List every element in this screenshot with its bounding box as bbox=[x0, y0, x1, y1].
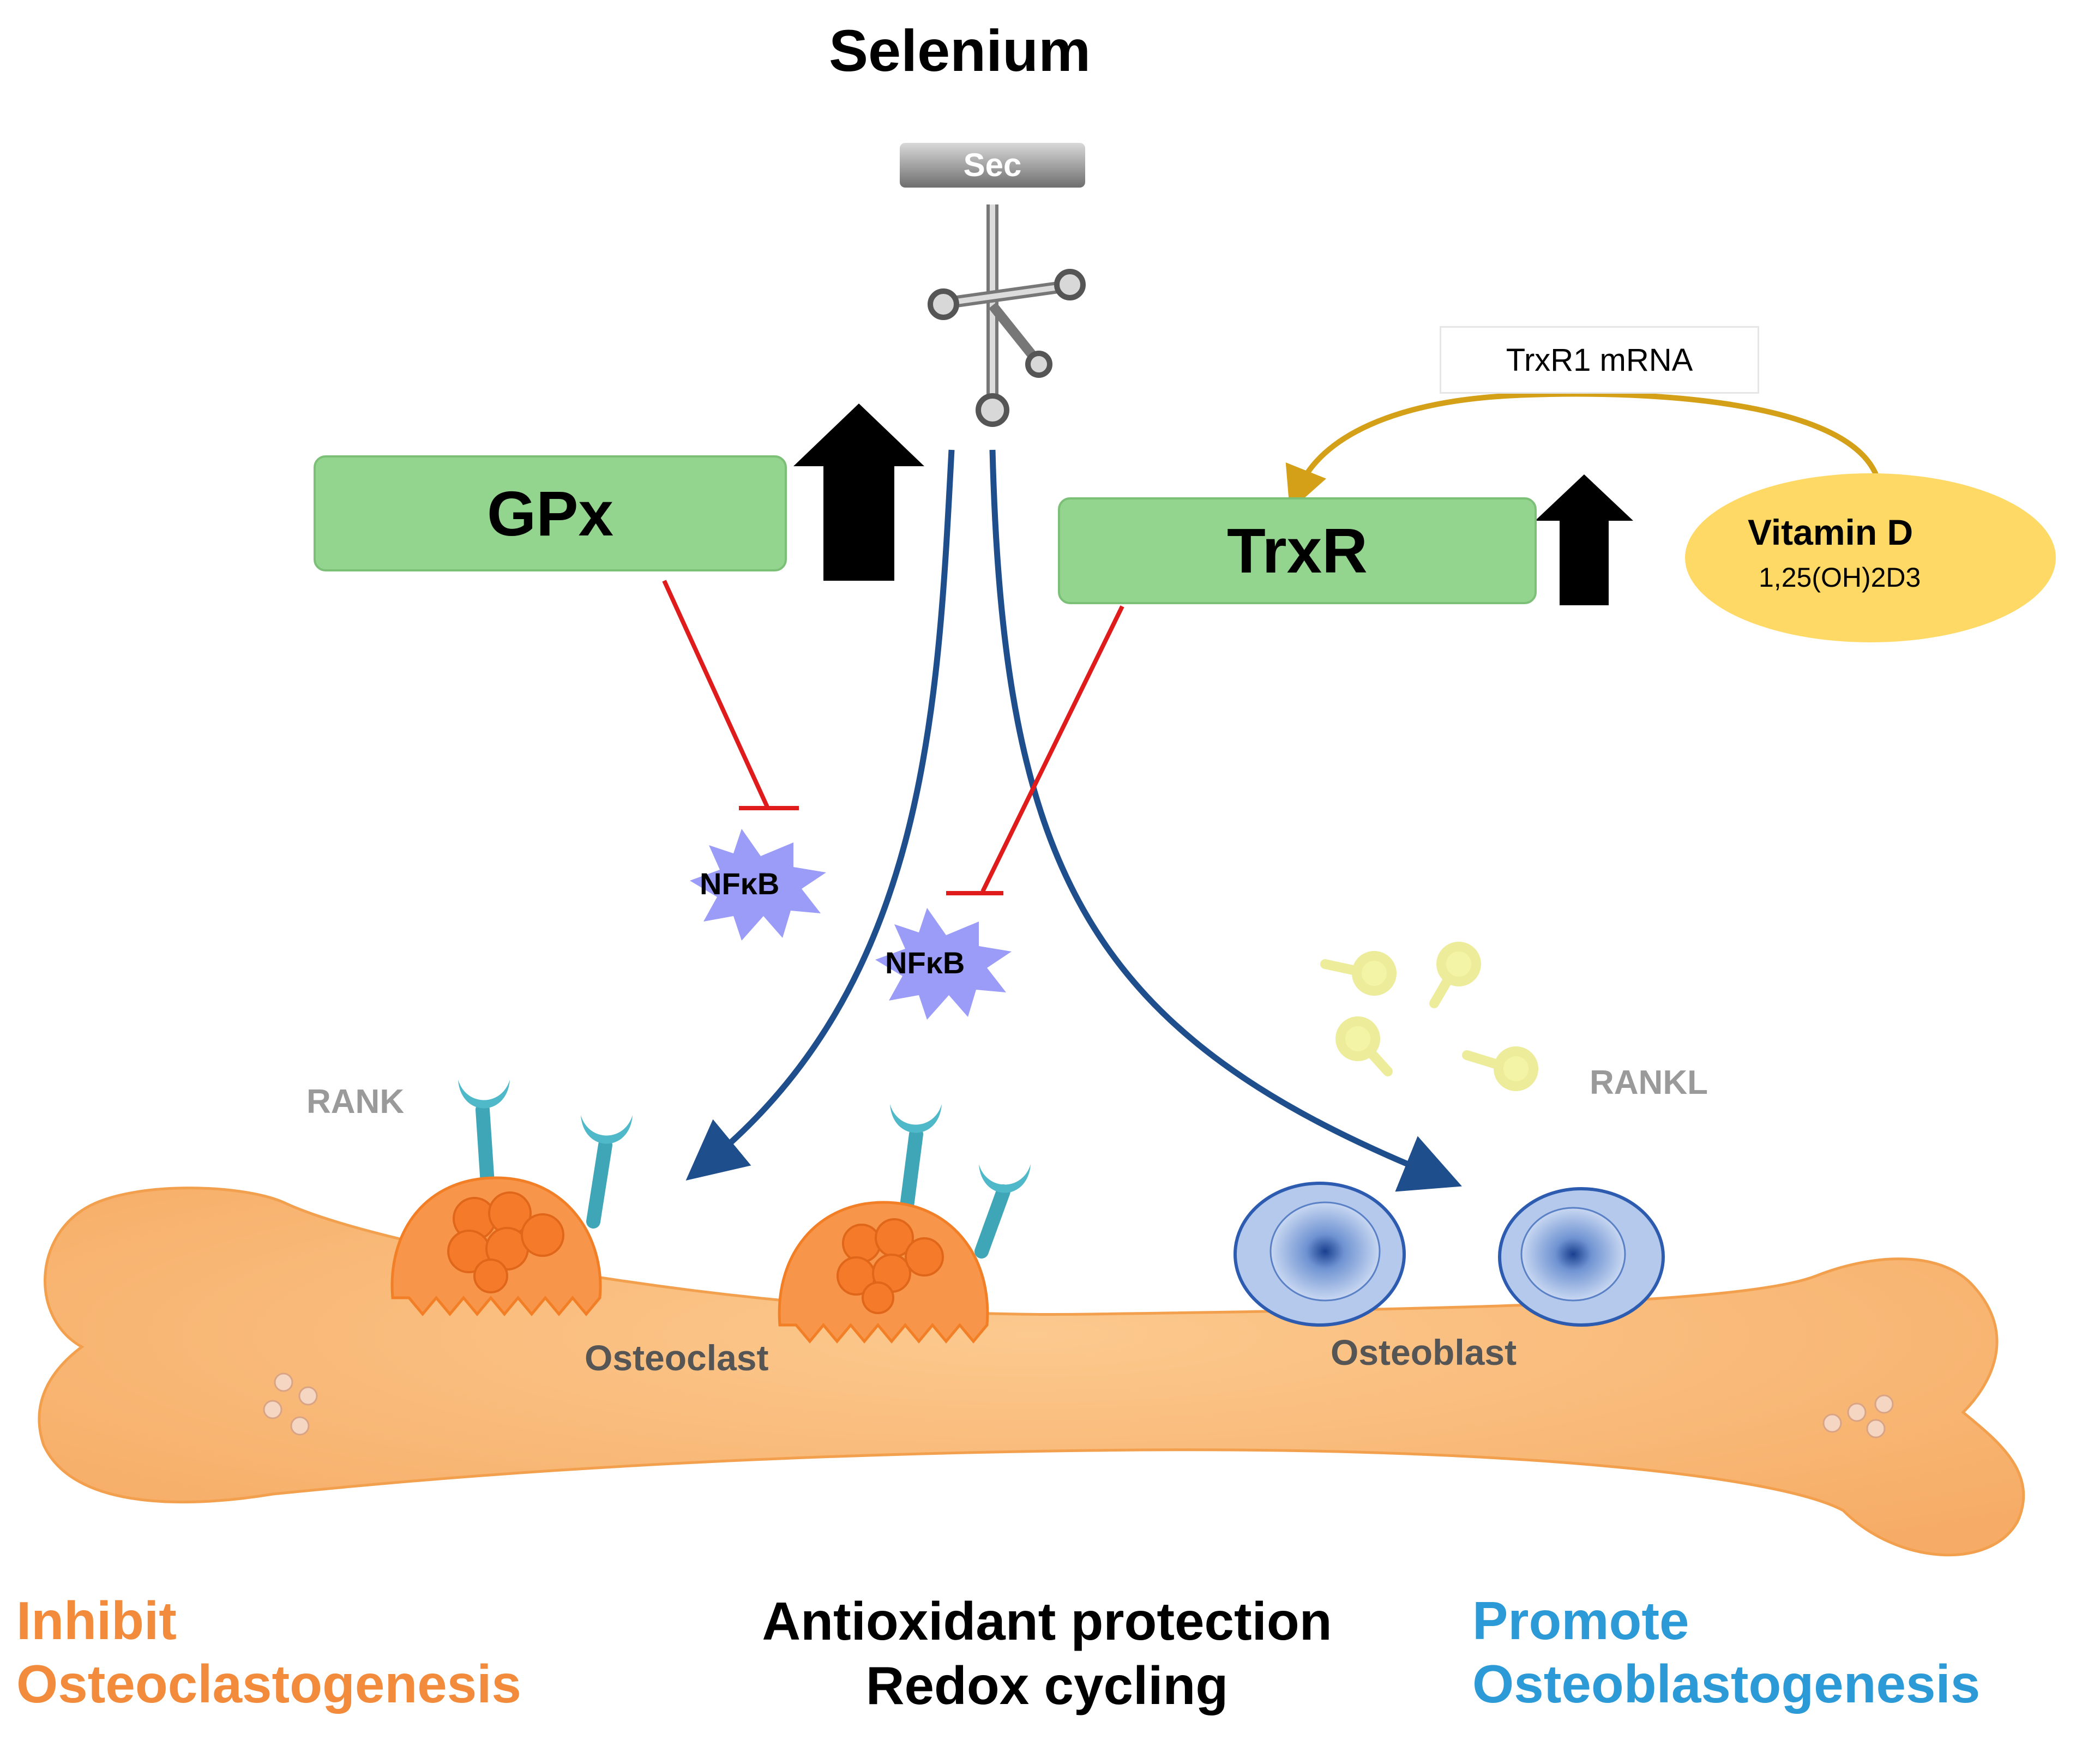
nfkb-label-2: NFκB bbox=[885, 946, 965, 980]
inhibit-line-2: Osteoclastogenesis bbox=[16, 1653, 521, 1714]
pathway-arrow-to-osteoblast bbox=[989, 449, 1462, 1192]
trxr-label: TrxR bbox=[1227, 515, 1368, 586]
diagram-title: Selenium bbox=[829, 17, 1091, 83]
trxr-up-arrow-icon bbox=[1535, 474, 1633, 605]
mechanism-line-2: Redox cycling bbox=[865, 1655, 1229, 1715]
promote-line-2: Osteoblastogenesis bbox=[1472, 1653, 1981, 1714]
gpx-up-arrow-icon bbox=[793, 404, 924, 581]
gpx-box: GPx bbox=[314, 455, 787, 571]
rank-receptor-heads bbox=[458, 1080, 1031, 1193]
osteoclast-label: Osteoclast bbox=[585, 1338, 769, 1378]
vitamin-d-to-trxr-arrow bbox=[1285, 391, 1879, 511]
pathway-arrow-to-osteoclast bbox=[685, 449, 955, 1181]
promote-line-1: Promote bbox=[1472, 1591, 1689, 1651]
trxr1-mrna-box: TrxR1 mRNA bbox=[1440, 326, 1759, 394]
mechanism-outcome: Antioxidant protection Redox cycling bbox=[742, 1590, 1352, 1718]
nfkb-burst-2 bbox=[875, 908, 1012, 1020]
osteoclast-cell-1 bbox=[390, 1176, 602, 1316]
vitamin-d-label: Vitamin D bbox=[1748, 512, 1914, 552]
rankl-ligands bbox=[1320, 942, 1538, 1091]
trxr-box: TrxR bbox=[1058, 497, 1537, 604]
promote-outcome: Promote Osteoblastogenesis bbox=[1472, 1590, 1980, 1715]
rankl-label: RANKL bbox=[1590, 1064, 1708, 1101]
trxr-inhibits-nfkb bbox=[946, 605, 1124, 895]
bone-shape bbox=[38, 1187, 2025, 1557]
trna-glyph bbox=[928, 204, 1086, 427]
nfkb-label-1: NFκB bbox=[700, 866, 780, 901]
vitamin-d-formula: 1,25(OH)2D3 bbox=[1759, 562, 1921, 593]
sec-label: Sec bbox=[963, 147, 1022, 183]
gpx-label: GPx bbox=[486, 478, 614, 549]
osteoblast-label: Osteoblast bbox=[1331, 1332, 1517, 1372]
inhibit-outcome: Inhibit Osteoclastogenesis bbox=[16, 1590, 521, 1715]
nfkb-burst-1 bbox=[690, 829, 826, 941]
bone-pores bbox=[263, 1372, 1894, 1438]
sec-box bbox=[900, 143, 1085, 188]
gpx-inhibits-nfkb bbox=[662, 580, 799, 810]
inhibit-line-1: Inhibit bbox=[16, 1591, 177, 1651]
mechanism-line-1: Antioxidant protection bbox=[762, 1591, 1332, 1651]
osteoclast-cell-2 bbox=[778, 1201, 989, 1344]
rank-label: RANK bbox=[306, 1083, 405, 1121]
vitamin-d-ellipse bbox=[1685, 473, 2056, 642]
trxr1-mrna-label: TrxR1 mRNA bbox=[1506, 342, 1693, 378]
osteoblast-cell-1 bbox=[1233, 1182, 1406, 1327]
osteoblast-cell-2 bbox=[1498, 1187, 1665, 1327]
